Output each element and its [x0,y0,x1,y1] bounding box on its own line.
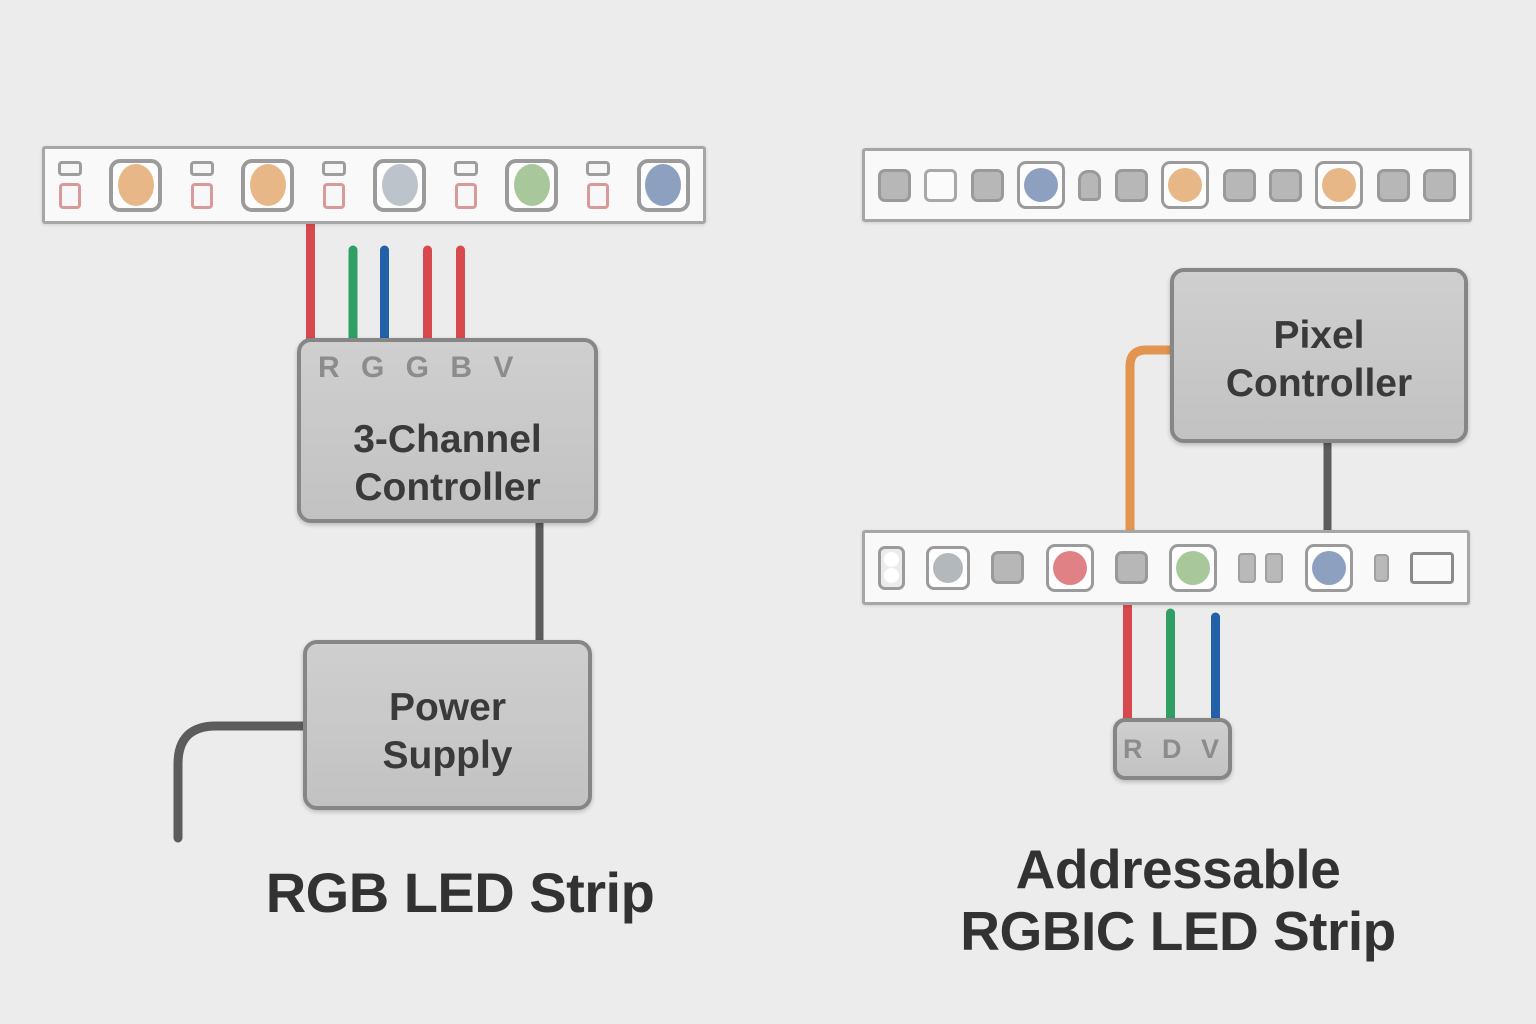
power-supply-line2: Supply [382,734,513,777]
led-die-gray [933,552,964,583]
led-chip-green [505,158,559,212]
resistor-chip-red [322,183,345,209]
smd-component [1265,552,1284,583]
solder-pads [878,545,905,590]
pixel-controller-line2: Controller [1225,362,1413,405]
power-cord [173,721,313,843]
led-chip-blue [1017,161,1066,209]
led-die-red [1052,550,1087,585]
led-die-blue [1311,550,1346,585]
smd-component-small [1078,169,1102,201]
caption-rgb-strip: RGB LED Strip [265,861,655,924]
pixel-controller-title: Pixel Controller [1174,312,1464,408]
smd-component [1373,553,1389,582]
led-die-grayblue [381,164,418,206]
power-supply-box: Power Supply [303,640,592,810]
led-chip-orange [109,158,163,212]
solder-pad [884,568,899,583]
resistor-pair [189,161,214,209]
led-chip-green [1169,543,1218,592]
rgbic-led-strip-bottom [862,530,1470,605]
solder-pad [884,552,899,567]
wire-orange-data [1125,345,1177,537]
smd-component [1268,168,1302,202]
three-channel-controller-box: R G G B V 3-Channel Controller [297,338,598,523]
resistor-pair [585,161,610,209]
breakout-pin-box: R D V [1113,718,1232,780]
rgbic-led-strip-top [862,148,1472,222]
resistor-pair [453,161,478,209]
led-chip-gray [926,545,971,590]
led-die-orange [249,164,286,206]
caption-rgbic-line1: Addressable [1015,838,1341,900]
led-chip-grayblue [373,158,427,212]
controller-title: 3-Channel Controller [301,416,594,512]
smd-component [991,551,1025,584]
resistor-pair [58,161,82,209]
pixel-controller-line1: Pixel [1273,314,1365,357]
led-chip-orange [241,158,295,212]
smd-component [1238,552,1257,583]
led-die-green [1176,550,1211,585]
resistor-chip-red [586,183,609,209]
led-die-blue [1024,168,1059,202]
led-die-blue [645,164,682,206]
caption-rgbic-strip: Addressable RGBIC LED Strip [878,838,1478,962]
smd-outline-pad [1409,551,1454,584]
smd-component [1114,168,1148,202]
rgb-led-strip [42,146,706,224]
resistor-chip [321,161,346,176]
smd-component [1422,168,1456,202]
caption-rgbic-line2: RGBIC LED Strip [960,900,1396,962]
smd-component [1222,168,1256,202]
smd-component [1376,168,1410,202]
smd-component [1114,551,1148,584]
controller-pin-labels: R G G B V [318,351,516,384]
resistor-chip [585,161,610,176]
led-chip-orange [1161,161,1210,209]
resistor-chip-red [454,183,477,209]
led-die-orange [1168,168,1203,202]
resistor-chip [189,161,214,176]
smd-component [970,168,1004,202]
controller-title-line1: 3-Channel [353,418,542,461]
resistor-chip-red [59,183,81,209]
power-supply-title: Power Supply [307,684,588,780]
resistor-chip [58,161,82,176]
led-chip-blue [636,158,690,212]
pixel-controller-box: Pixel Controller [1170,268,1468,443]
led-chip-blue [1304,543,1353,592]
resistor-chip-red [190,183,213,209]
smd-pad-white [924,168,958,202]
led-chip-red [1045,543,1094,592]
resistor-chip [453,161,478,176]
resistor-pair [321,161,346,209]
led-die-orange [117,164,154,206]
led-chip-orange [1315,161,1364,209]
smd-component-pair [1238,552,1284,583]
controller-title-line2: Controller [354,466,541,509]
led-die-orange [1322,168,1357,202]
smd-component [878,168,911,202]
led-die-green [513,164,550,206]
power-supply-line1: Power [388,686,507,729]
